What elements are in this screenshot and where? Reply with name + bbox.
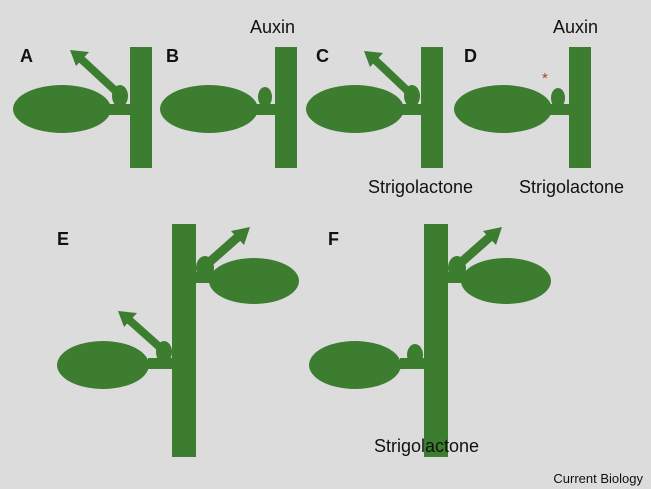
- strigolactone-label: Strigolactone: [374, 436, 479, 456]
- upper-leaf: [209, 258, 299, 304]
- asterisk-marker: *: [542, 70, 548, 87]
- panel-label-f: F: [328, 229, 339, 249]
- strigolactone-label: Strigolactone: [519, 177, 624, 197]
- panel-label-d: D: [464, 46, 477, 66]
- strigolactone-label: Strigolactone: [368, 177, 473, 197]
- panel-label-c: C: [316, 46, 329, 66]
- stem: [421, 47, 443, 168]
- lower-leaf: [309, 341, 401, 389]
- panel-label-b: B: [166, 46, 179, 66]
- leaf: [13, 85, 111, 133]
- auxin-label: Auxin: [553, 17, 598, 37]
- leaf: [160, 85, 258, 133]
- axillary-bud: [258, 87, 272, 107]
- stem: [569, 47, 591, 168]
- leaf: [306, 85, 404, 133]
- lower-leaf: [57, 341, 149, 389]
- journal-credit: Current Biology: [553, 471, 643, 486]
- stem: [130, 47, 152, 168]
- panel-label-e: E: [57, 229, 69, 249]
- leaf: [454, 85, 552, 133]
- lower-axillary-bud: [407, 344, 423, 366]
- axillary-bud: [551, 88, 565, 108]
- upper-leaf: [461, 258, 551, 304]
- auxin-label: Auxin: [250, 17, 295, 37]
- stem: [172, 224, 196, 457]
- stem: [275, 47, 297, 168]
- panel-label-a: A: [20, 46, 33, 66]
- stem: [424, 224, 448, 457]
